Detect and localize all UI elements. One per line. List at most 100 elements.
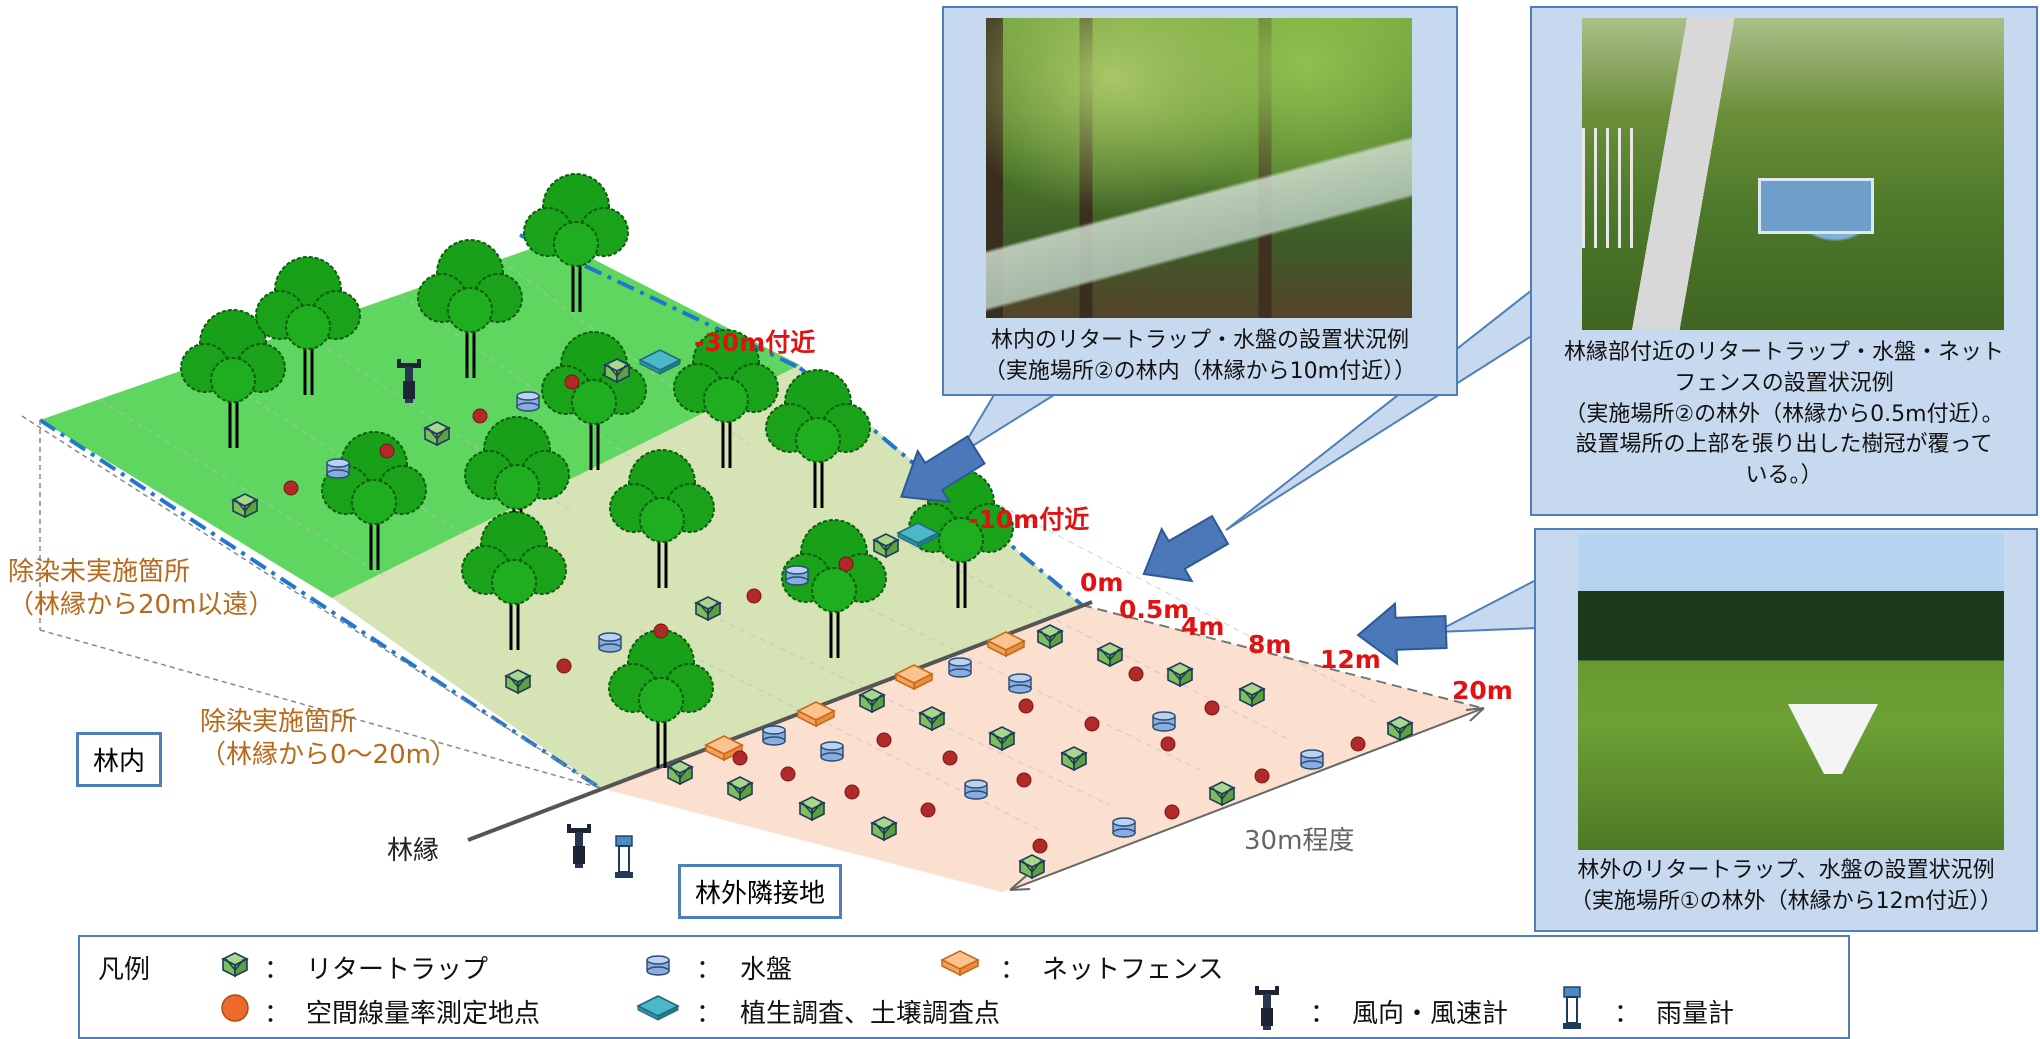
decon-area-label: 除染実施箇所 （林縁から0～20m） (200, 706, 457, 771)
callout2-line2: フェンスの設置状況例 (1674, 370, 1894, 396)
dose-point-icon (732, 750, 748, 766)
callout2-line1: 林縁部付近のリタートラップ・水盤・ネット (1563, 340, 2004, 365)
caption-forest-interior: 林内のリタートラップ・水盤の設置状況例 （実施場所②の林内（林縁から10m付近）… (944, 326, 1456, 388)
litter-trap-icon (1209, 781, 1235, 806)
legend-sep: ： (264, 999, 291, 1029)
litter-trap-icon (667, 760, 693, 785)
callout3-line1: 林外のリタートラップ、水盤の設置状況例 (1577, 858, 1995, 883)
distance-4m: 4m (1181, 612, 1225, 641)
distance-8m: 8m (1248, 630, 1292, 659)
arrow-icon (1127, 503, 1236, 601)
litter-trap-icon (727, 776, 753, 801)
litter-trap-icon (799, 796, 825, 821)
guide-line-upper (21, 415, 601, 789)
callout1-line2: （実施場所②の林内（林縁から10m付近）） (983, 358, 1417, 384)
photo-forest-interior (986, 18, 1412, 318)
litter-trap-icon (1061, 746, 1087, 771)
dose-point-icon (283, 480, 299, 496)
caption-forest-edge: 林縁部付近のリタートラップ・水盤・ネット フェンスの設置状況例 （実施場所②の林… (1532, 338, 2036, 492)
legend: 凡例 ： リタートラップ ： 水盤 ： ネットフェンス ： 空間線量率測定地点 … (78, 935, 1850, 1039)
legend-title: 凡例 (98, 955, 151, 985)
photo-net-trap (1788, 704, 1878, 774)
dose-point-icon (942, 750, 958, 766)
dose-point-icon (1016, 772, 1032, 788)
dose-point-icon (379, 443, 395, 459)
dose-point-icon (1164, 804, 1180, 820)
undecon-area-label: 除染未実施箇所 （林縁から20m以遠） (8, 556, 274, 621)
photo-forest-edge (1582, 18, 2004, 330)
legend-rain-gauge: 雨量計 (1656, 999, 1735, 1029)
water-pan-icon (1152, 711, 1176, 732)
litter-trap-icon (604, 358, 630, 383)
dose-point-icon (472, 408, 488, 424)
distance-12m: 12m (1320, 645, 1381, 674)
width-note-label: 30m程度 (1244, 826, 1355, 856)
distance-20m: 20m (1452, 676, 1513, 705)
water-pan-icon (1112, 817, 1136, 838)
dose-point-icon (876, 732, 892, 748)
dose-point-icon (1084, 716, 1100, 732)
anemometer-icon (567, 824, 591, 868)
litter-trap-icon (505, 669, 531, 694)
dose-point-icon (1350, 736, 1366, 752)
callout-outside: 林外のリタートラップ、水盤の設置状況例 （実施場所①の林外（林縁から12m付近）… (1534, 528, 2038, 932)
water-pan-icon (326, 458, 350, 479)
photo-outside (1578, 534, 2004, 850)
dose-point-icon (780, 766, 796, 782)
callout-forest-edge: 林縁部付近のリタートラップ・水盤・ネット フェンスの設置状況例 （実施場所②の林… (1530, 6, 2038, 516)
dose-point-icon (920, 802, 936, 818)
litter-trap-icon (232, 493, 258, 518)
litter-trap-icon (859, 688, 885, 713)
litter-trap-icon (1019, 854, 1045, 879)
litter-trap-icon (871, 816, 897, 841)
dose-point-icon (746, 588, 762, 604)
forest-edge-label: 林縁 (387, 836, 440, 866)
guide-line-bottom (39, 629, 601, 789)
outside-adjacent-label: 林外隣接地 (678, 864, 843, 919)
dose-point-icon (838, 556, 854, 572)
vegetation-point-icon (637, 995, 679, 1021)
caption-outside: 林外のリタートラップ、水盤の設置状況例 （実施場所①の林外（林縁から12m付近）… (1536, 856, 2036, 918)
undecon-line2: （林縁から20m以遠） (8, 589, 275, 620)
anemometer-icon (1255, 986, 1279, 1030)
dose-point-icon (1204, 700, 1220, 716)
legend-sep: ： (1614, 999, 1641, 1029)
photo-fence-overlay (1582, 128, 1642, 248)
litter-trap-icon (695, 596, 721, 621)
distance-m10: -10m付近 (968, 505, 1090, 534)
water-pan-icon (785, 565, 809, 586)
decon-line2: （林縁から0～20m） (200, 739, 457, 770)
legend-sep: ： (696, 955, 723, 985)
callout3-line2: （実施場所①の林外（林縁から12m付近）） (1569, 888, 2003, 914)
water-pan-icon (964, 779, 988, 800)
legend-dose-point: 空間線量率測定地点 (306, 999, 541, 1029)
litter-trap-icon (1037, 624, 1063, 649)
legend-sep: ： (264, 955, 291, 985)
legend-sep: ： (696, 999, 723, 1029)
litter-trap-icon (873, 533, 899, 558)
net-fence-icon (941, 950, 979, 976)
dose-point-icon (1128, 666, 1144, 682)
dose-point-icon (1254, 768, 1270, 784)
water-pan-icon (1300, 749, 1324, 770)
water-pan-icon (1008, 673, 1032, 694)
litter-trap-icon (989, 726, 1015, 751)
rain-gauge-icon (614, 835, 634, 879)
legend-anemometer: 風向・風速計 (1352, 999, 1509, 1029)
water-pan-icon (820, 741, 844, 762)
legend-net-fence: ネットフェンス (1042, 955, 1224, 985)
water-pan-icon (516, 391, 540, 412)
dose-point-icon (221, 994, 249, 1022)
distance-0-5m: 0.5m (1119, 595, 1190, 624)
callout2-line5: いる。） (1745, 463, 1823, 489)
outside-zone (600, 605, 1482, 892)
dose-point-icon (1018, 698, 1034, 714)
undecon-line1: 除染未実施箇所 (8, 557, 191, 587)
legend-water-pan: 水盤 (740, 955, 793, 985)
zone-border-left (38, 418, 602, 790)
water-pan-icon (948, 657, 972, 678)
dose-point-icon (844, 784, 860, 800)
dose-point-icon (556, 658, 572, 674)
water-pan-icon (598, 632, 622, 653)
